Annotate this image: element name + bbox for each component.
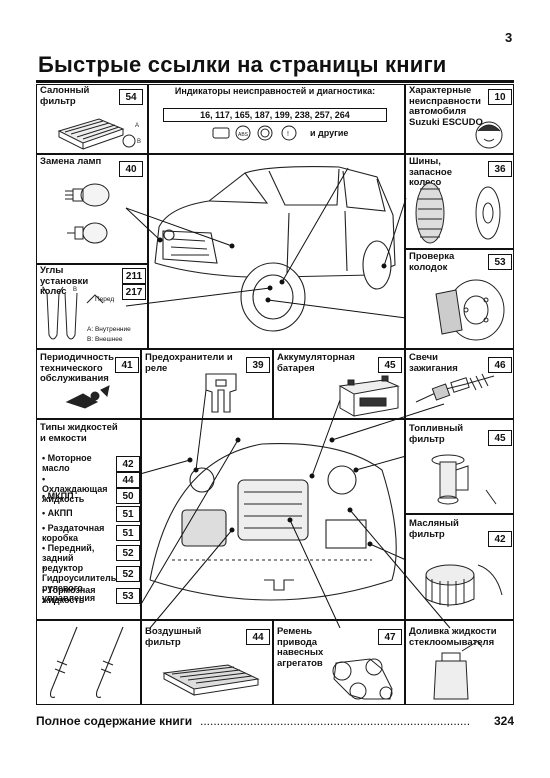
fluid-item-page[interactable]: 52 (116, 566, 140, 582)
indicators-other: и другие (310, 128, 349, 138)
cell-cabin-filter[interactable]: Салонный фильтр 54 A B (36, 84, 148, 154)
battery-label: Аккумуляторная батарея (277, 352, 355, 374)
alignment-page-a[interactable]: 211 (122, 268, 146, 284)
fluid-item-page[interactable]: 52 (116, 545, 140, 561)
footer-toc-link[interactable]: Полное содержание книги ................… (36, 714, 514, 728)
pads-label: Проверка колодок (409, 251, 455, 273)
oil-filter-page[interactable]: 42 (488, 531, 512, 547)
cell-dipsticks (36, 620, 141, 705)
fluid-item-label: • Передний, задний редуктор (42, 543, 95, 573)
cabin-filter-page[interactable]: 54 (119, 89, 143, 105)
fluid-item-label: • Гидроусилитель рулевого управления (42, 563, 117, 603)
svg-text:A: A (135, 123, 139, 129)
cell-engine-bay (141, 419, 405, 620)
plugs-label: Свечи зажигания (409, 352, 458, 374)
fluid-item-page[interactable]: 50 (116, 488, 140, 504)
car-exterior-illustration (154, 166, 396, 332)
characteristics-label: Характерные неисправности автомобиля Suz… (409, 85, 483, 128)
fluid-item-label: • МКПП (42, 491, 74, 501)
indicators-pages[interactable]: 16, 117, 165, 187, 199, 238, 257, 264 (163, 108, 387, 122)
cabin-filter-label: Салонный фильтр (40, 85, 90, 107)
indicators-title: Индикаторы неисправностей и диагностика: (174, 86, 376, 96)
belt-illustration (332, 658, 393, 700)
belt-label: Ремень привода навесных агрегатов (277, 626, 324, 669)
cell-battery[interactable]: Аккумуляторная батарея 45 (273, 349, 405, 419)
footer-dots: ........................................… (200, 714, 470, 728)
alignment-front: Перед (95, 296, 115, 303)
fluid-item-page[interactable]: 53 (116, 588, 140, 604)
cell-fuel-filter[interactable]: Топливный фильтр 45 (405, 419, 514, 514)
svg-text:A: A (41, 287, 45, 293)
svg-text:B: B (137, 139, 141, 145)
cell-pads[interactable]: Проверка колодок 53 (405, 249, 514, 349)
fuses-illustration (205, 373, 237, 413)
alignment-inner: A: Внутренние (87, 326, 131, 333)
cell-plugs[interactable]: Свечи зажигания 46 (405, 349, 514, 419)
maintenance-illustration (65, 385, 110, 409)
fluid-item-page[interactable]: 51 (116, 525, 140, 541)
page-number: 3 (505, 30, 513, 45)
fluids-label: Типы жидкостей и емкости (40, 422, 118, 444)
fluid-item-label: • Моторное масло (42, 453, 92, 473)
cabin-filter-illustration: A B (57, 118, 141, 150)
characteristics-page[interactable]: 10 (488, 89, 512, 105)
alignment-illustration: A B (41, 286, 104, 340)
cell-alignment[interactable]: Углы установки колес 211 217 A B Перед A… (36, 264, 148, 349)
fluid-item-page[interactable]: 42 (116, 456, 140, 472)
cell-fuses[interactable]: Предохранители и реле 39 (141, 349, 273, 419)
belt-page[interactable]: 47 (378, 629, 402, 645)
lamps-illustration (65, 183, 110, 244)
washer-label: Доливка жидкости стеклоомывателя (409, 626, 497, 648)
fluid-item-label: • Раздаточная коробка (42, 523, 105, 543)
cell-air-filter[interactable]: Воздушный фильтр 44 (141, 620, 273, 705)
plugs-page[interactable]: 46 (488, 357, 512, 373)
mechanic-illustration (475, 121, 503, 149)
fuses-page[interactable]: 39 (246, 357, 270, 373)
cell-tires[interactable]: Шины, запасное колесо 36 (405, 154, 514, 249)
lamps-page[interactable]: 40 (119, 161, 143, 177)
fluid-item-label: • АКПП (42, 508, 73, 518)
cell-oil-filter[interactable]: Масляный фильтр 42 (405, 514, 514, 620)
svg-text:B: B (73, 287, 77, 293)
tires-label: Шины, запасное колесо (409, 156, 453, 188)
title-rule (36, 80, 514, 83)
engine-bay-illustration (149, 443, 397, 601)
cell-belt[interactable]: Ремень привода навесных агрегатов 47 (273, 620, 405, 705)
tires-illustration (415, 182, 501, 244)
fluid-item-label: • Охлаждающая жидкость (42, 474, 108, 504)
cell-lamps[interactable]: Замена ламп 40 (36, 154, 148, 264)
maintenance-page[interactable]: 41 (115, 357, 139, 373)
maintenance-label: Периодичность технического обслуживания (40, 352, 115, 384)
cell-washer[interactable]: Доливка жидкости стеклоомывателя (405, 620, 514, 705)
fluid-item-page[interactable]: 44 (116, 472, 140, 488)
air-filter-page[interactable]: 44 (246, 629, 270, 645)
footer-page[interactable]: 324 (493, 714, 514, 728)
battery-illustration (338, 375, 400, 417)
lamps-label: Замена ламп (40, 156, 102, 167)
oil-filter-illustration (425, 564, 503, 607)
pads-illustration (435, 279, 505, 341)
fuel-filter-page[interactable]: 45 (488, 430, 512, 446)
fuses-label: Предохранители и реле (145, 352, 233, 374)
fluid-item-label: • Тормозная жидкость (42, 585, 96, 605)
washer-illustration (433, 640, 483, 700)
fluid-item-page[interactable]: 51 (116, 506, 140, 522)
fuel-filter-illustration (431, 454, 497, 505)
cell-indicators (148, 84, 405, 154)
alignment-outer: B: Внешнее (87, 336, 123, 343)
battery-page[interactable]: 45 (378, 357, 402, 373)
page-title: Быстрые ссылки на страницы книги (38, 52, 447, 77)
footer-label: Полное содержание книги (36, 714, 193, 728)
air-filter-label: Воздушный фильтр (145, 626, 202, 648)
plugs-illustration (415, 373, 495, 403)
dipsticks-illustration (49, 626, 124, 698)
tires-page[interactable]: 36 (488, 161, 512, 177)
cell-car-exterior (148, 154, 405, 349)
cell-maintenance[interactable]: Периодичность технического обслуживания … (36, 349, 141, 419)
alignment-label: Углы установки колес (40, 265, 89, 297)
cell-characteristics[interactable]: Характерные неисправности автомобиля Suz… (405, 84, 514, 154)
air-filter-illustration (162, 664, 260, 696)
pads-page[interactable]: 53 (488, 254, 512, 270)
